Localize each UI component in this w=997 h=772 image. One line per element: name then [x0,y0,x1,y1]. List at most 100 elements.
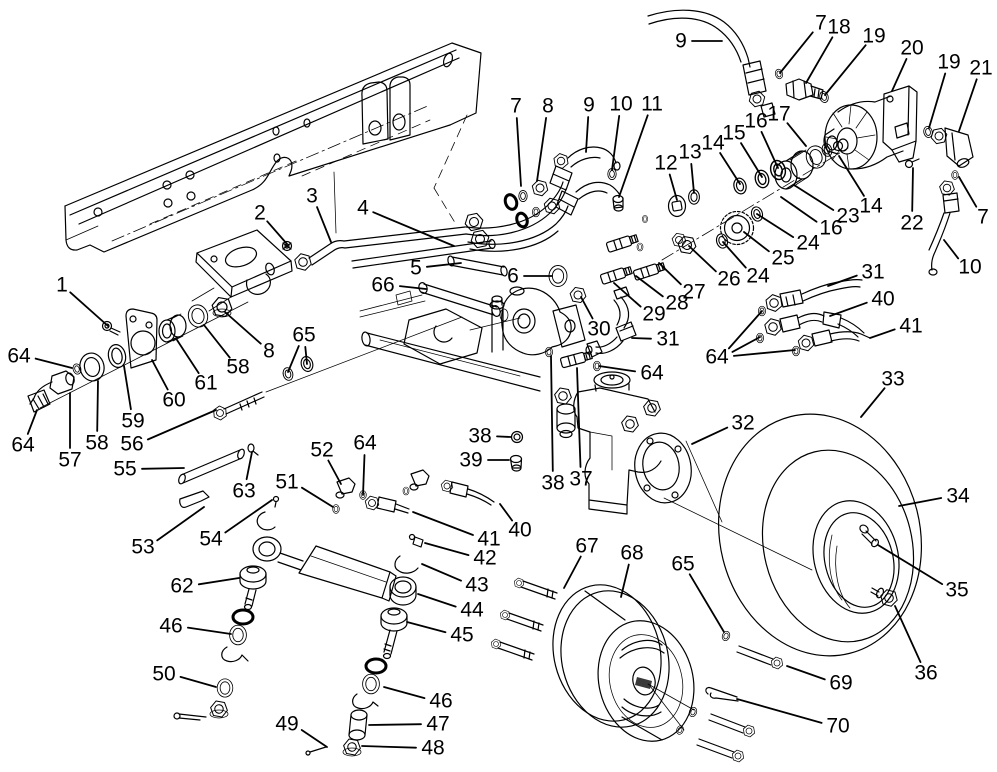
callout-label: 25 [771,247,794,270]
callout-5: 5 [410,257,462,280]
callout-label: 64 [705,346,729,369]
callout-leader [176,339,200,375]
callout-label: 56 [120,433,143,456]
callout-label: 37 [569,468,592,491]
callout-2: 2 [254,202,288,245]
callout-leader [838,155,865,197]
callout-leader [829,301,868,317]
callout-40: 40 [829,288,895,317]
callout-46: 46 [383,686,453,713]
callout-leader [580,296,594,320]
callout-16: 16 [744,110,779,169]
callout-leader [398,285,427,290]
splined-coupling-23 [774,149,814,190]
callout-65: 65 [287,324,316,373]
callout-3: 3 [306,185,332,243]
shaft-end [832,140,844,152]
callout-57: 57 [58,392,82,472]
callout-label: 19 [937,51,960,74]
callout-label: 44 [460,599,484,622]
callout-label: 27 [682,281,705,304]
callout-7: 7 [510,95,522,187]
callout-label: 52 [310,439,333,462]
hydraulic-tube-3 [292,226,467,272]
callout-label: 1 [56,274,68,297]
callout-leader [179,676,217,688]
ball-joint-45 [380,607,408,660]
callout-label: 61 [194,372,217,395]
callout-label: 65 [671,553,694,576]
callout-leader [316,206,332,243]
callout-label: 17 [767,103,790,126]
hex-nut-8-left [210,296,234,318]
o-ring-51 [332,504,340,514]
callout-12: 12 [654,152,678,201]
callout-label: 31 [861,261,884,284]
hydraulic-hose-9-top [647,9,776,118]
callout-leader [576,367,582,468]
ring-44 [389,576,417,606]
callout-leader [499,503,513,522]
callout-label: 42 [473,547,496,570]
ball-joint-62 [239,565,267,611]
callout-leader [690,162,695,194]
callout-leader [786,665,826,681]
callout-leader [550,355,554,472]
callout-leader [860,387,886,418]
cylinder-fittings [332,469,495,548]
callout-58: 58 [85,380,109,455]
callout-label: 69 [829,672,852,695]
callout-42: 42 [424,542,497,570]
callout-label: 23 [836,205,859,228]
callout-leader [34,357,73,369]
callout-label: 35 [945,579,968,602]
tire-33 [717,413,923,657]
gear-25 [719,210,755,246]
callout-leader [805,36,834,84]
callout-label: 2 [254,202,266,225]
callout-label: 51 [275,471,298,494]
callout-label: 28 [665,292,688,315]
callout-label: 58 [85,432,108,455]
callout-21: 21 [958,57,993,132]
bleed-screw-22 [904,158,920,169]
callout-leader [224,311,262,345]
callout-label: 8 [542,95,554,118]
callout-38: 38 [468,425,512,448]
callout-38: 38 [541,355,565,495]
seal-kit-7-8 [503,167,700,229]
callout-56: 56 [120,409,217,456]
callout-22: 22 [900,167,924,235]
callout-8: 8 [224,311,275,363]
callout-10: 10 [943,239,982,279]
callout-label: 57 [58,449,81,472]
callout-leader [186,626,232,635]
callout-label: 64 [7,345,31,368]
callout-label: 60 [162,389,185,412]
callout-leader [756,213,795,239]
callout-11: 11 [618,93,663,198]
callout-label: 49 [275,713,298,736]
callout-leader [515,117,522,187]
callout-13: 13 [678,141,702,194]
callout-leader [197,577,240,586]
callout-49: 49 [275,713,328,748]
callout-label: 36 [914,662,937,685]
callout-leader [598,365,636,373]
hose-cluster-right [756,279,871,357]
callout-leader [300,729,328,748]
callout-label: 15 [722,122,745,145]
callout-label: 64 [353,432,377,455]
callout-16: 16 [780,196,843,240]
bolt-left [173,712,207,721]
callout-leader [372,211,455,247]
callout-leader [26,409,38,435]
hub-bolts-69-washers-65-pin-70 [675,629,785,764]
hydraulic-hose-10-right [928,179,960,276]
callout-leader [613,282,642,308]
callout-30: 30 [580,296,611,341]
seal-46l [231,608,255,626]
washer-50 [216,678,234,698]
callout-1: 1 [56,274,109,327]
